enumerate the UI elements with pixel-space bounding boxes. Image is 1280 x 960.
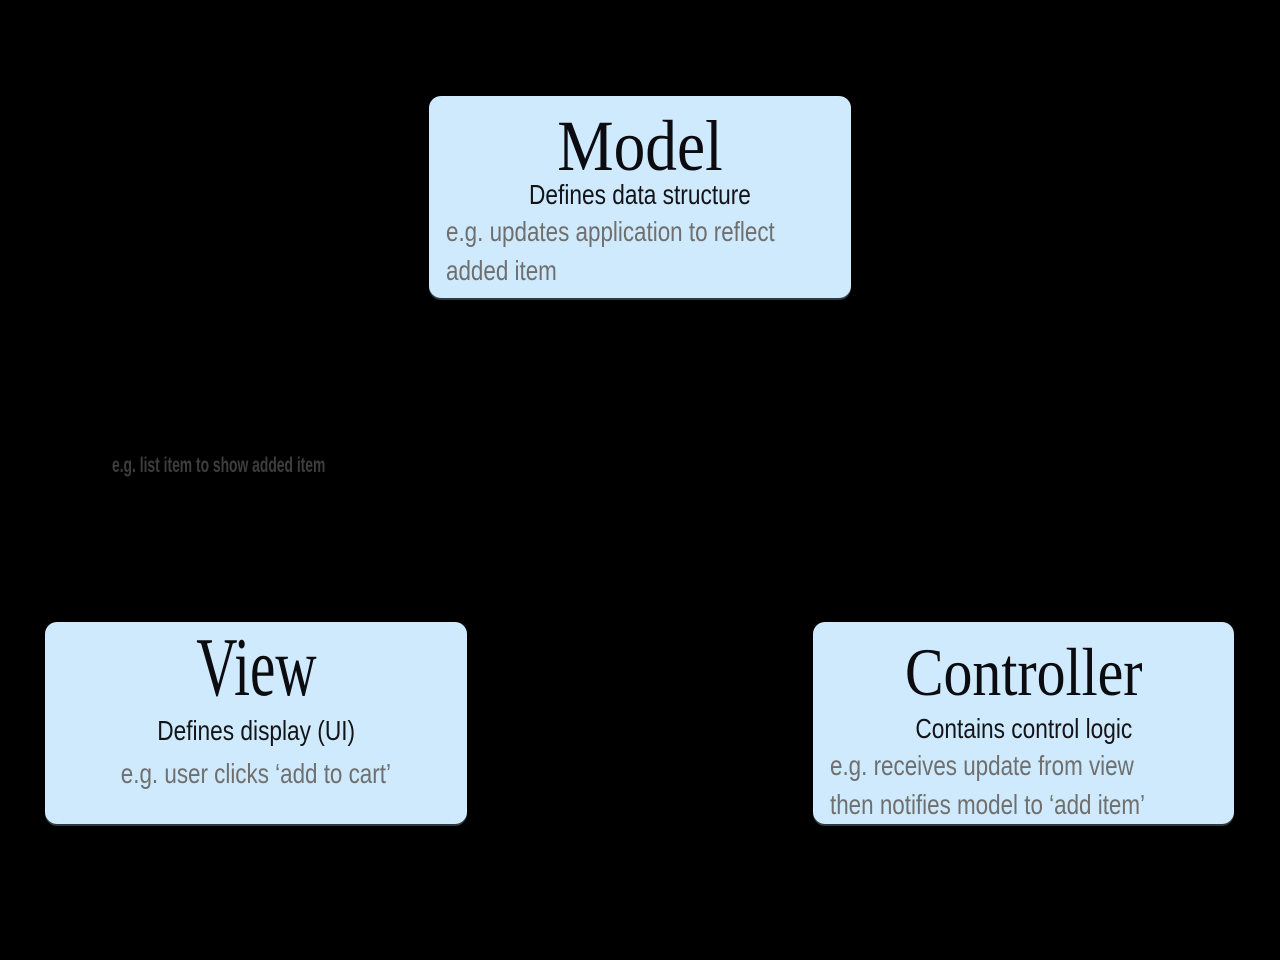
view-subtitle: Defines display (UI) — [45, 716, 467, 751]
model-to-view-annotation-text: e.g. list item to show added item — [112, 454, 326, 477]
controller-subtitle: Contains control logic — [813, 714, 1234, 749]
view-node: View Defines display (UI) e.g. user clic… — [45, 622, 467, 824]
model-title: Model — [429, 110, 851, 182]
controller-title: Controller — [813, 638, 1234, 706]
controller-subtitle-text: Contains control logic — [915, 713, 1132, 744]
view-subtitle-text: Defines display (UI) — [157, 715, 355, 746]
view-example: e.g. user clicks ‘add to cart’ — [45, 757, 467, 796]
model-subtitle: Defines data structure — [429, 180, 851, 215]
controller-node: Controller Contains control logic e.g. r… — [813, 622, 1234, 824]
model-example-line: added item — [446, 255, 557, 286]
model-node: Model Defines data structure e.g. update… — [429, 96, 851, 298]
view-title-text: View — [195, 621, 317, 714]
model-to-view-annotation: e.g. list item to show added item — [112, 453, 435, 479]
model-subtitle-text: Defines data structure — [529, 179, 751, 210]
controller-example-line: then notifies model to ‘add item’ — [830, 789, 1146, 820]
controller-title-text: Controller — [904, 634, 1143, 710]
controller-example-line: e.g. receives update from view — [830, 750, 1134, 781]
view-example-line: e.g. user clicks ‘add to cart’ — [120, 758, 392, 789]
view-title: View — [45, 626, 467, 710]
model-title-text: Model — [557, 106, 723, 186]
model-example-line: e.g. updates application to reflect — [446, 216, 775, 247]
model-example: e.g. updates application to reflect adde… — [429, 215, 851, 293]
controller-example: e.g. receives update from view then noti… — [813, 749, 1234, 827]
